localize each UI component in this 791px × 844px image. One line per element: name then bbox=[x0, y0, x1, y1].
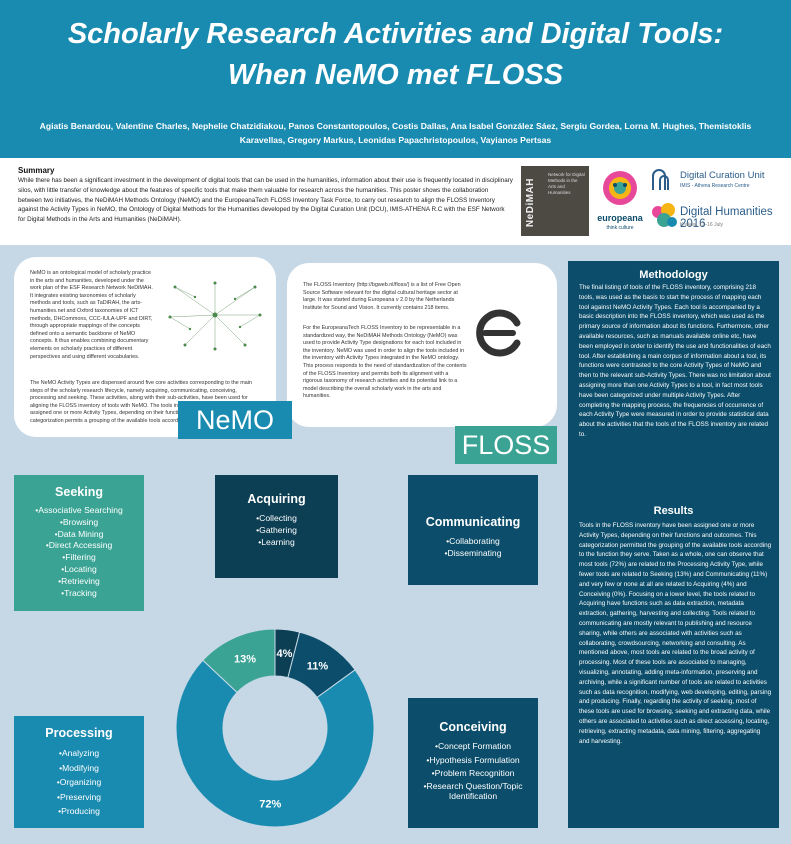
methodology-text: The final listing of tools of the FLOSS … bbox=[579, 284, 771, 438]
seeking-title: Seeking bbox=[55, 485, 103, 499]
nedimah-logo-subtitle: Network for Digital Methods in the Arts … bbox=[548, 172, 585, 195]
dh-castle-icon bbox=[652, 203, 677, 227]
nemo-label: NeMO bbox=[178, 401, 292, 439]
acquiring-item: •Collecting bbox=[256, 513, 297, 523]
seeking-item: •Tracking bbox=[61, 587, 97, 598]
dcu-logo-subtitle: IMIS - Athena Research Centre bbox=[680, 183, 750, 189]
poster-title: Scholarly Research Activities and Digita… bbox=[0, 14, 791, 96]
conceiving-item: •Hypothesis Formulation bbox=[426, 754, 520, 765]
acquiring-item: •Gathering bbox=[256, 525, 297, 535]
donut-segment-label: 72% bbox=[259, 798, 281, 810]
seeking-item: •Retrieving bbox=[58, 575, 100, 586]
seeking-item: •Browsing bbox=[59, 516, 99, 527]
seeking-item: •Data Mining bbox=[54, 528, 104, 539]
seeking-item: •Direct Accessing bbox=[45, 540, 113, 551]
nedimah-logo: NeDiMAH Network for Digital Methods in t… bbox=[521, 166, 589, 236]
processing-list: •Analyzing •Modifying •Organizing •Prese… bbox=[14, 740, 144, 819]
dcu-logo-text: Digital Curation Unit bbox=[680, 170, 765, 181]
europeana-logo: europeana think culture bbox=[594, 166, 646, 236]
acquiring-list: •Collecting •Gathering •Learning bbox=[215, 506, 338, 548]
dh-logo-text: Digital Humanities 2016 bbox=[680, 206, 773, 230]
activity-distribution-donut: 4% 11% 72% 13% bbox=[175, 628, 375, 828]
title-line-1: Scholarly Research Activities and Digita… bbox=[67, 18, 724, 50]
donut-segment-label: 13% bbox=[234, 654, 256, 666]
donut-segment-label: 11% bbox=[307, 661, 329, 673]
summary-text: While there has been a significant inves… bbox=[18, 177, 513, 224]
results-text: Tools in the FLOSS inventory have been a… bbox=[579, 522, 772, 745]
nemo-ontology-graph-image bbox=[168, 281, 262, 351]
poster-header: Scholarly Research Activities and Digita… bbox=[0, 0, 791, 158]
floss-description-text-1: The FLOSS Inventory (http://bgweb.nl/flo… bbox=[303, 282, 461, 311]
processing-title: Processing bbox=[45, 726, 113, 740]
conceiving-item: •Research Question/Topic Identification bbox=[423, 780, 523, 801]
conceiving-item: •Concept Formation bbox=[434, 741, 512, 751]
dcu-emblem-icon bbox=[652, 169, 669, 190]
summary-title: Summary bbox=[18, 166, 55, 175]
acquiring-item: •Learning bbox=[258, 537, 295, 547]
methodology-results-panel: Methodology The final listing of tools o… bbox=[568, 261, 779, 828]
title-line-2: When NeMO met FLOSS bbox=[227, 59, 564, 91]
processing-box: Processing •Analyzing •Modifying •Organi… bbox=[14, 716, 144, 828]
methodology-title: Methodology bbox=[639, 269, 708, 281]
dcu-logo: Digital Curation Unit IMIS - Athena Rese… bbox=[650, 168, 790, 196]
seeking-item: •Locating bbox=[61, 563, 97, 574]
conceiving-item: •Problem Recognition bbox=[431, 768, 515, 778]
seeking-box: Seeking •Associative Searching •Browsing… bbox=[14, 475, 144, 611]
floss-label: FLOSS bbox=[455, 426, 557, 464]
processing-item: •Producing bbox=[58, 806, 100, 816]
europeana-emblem-icon: europeana think culture bbox=[597, 171, 644, 231]
europeana-logo-subtitle: think culture bbox=[607, 225, 634, 231]
donut-segment bbox=[175, 659, 375, 828]
donut-segment bbox=[202, 628, 276, 694]
communicating-item: •Collaborating bbox=[446, 536, 500, 546]
author-list: Agiatis Benardou, Valentine Charles, Nep… bbox=[39, 121, 752, 145]
nedimah-logo-text: NeDiMAH bbox=[525, 178, 536, 228]
conceiving-list: •Concept Formation •Hypothesis Formulati… bbox=[408, 734, 538, 801]
conceiving-title: Conceiving bbox=[439, 720, 507, 734]
communicating-item: •Disseminating bbox=[444, 548, 502, 558]
donut-segment-label: 4% bbox=[277, 648, 293, 660]
floss-description-text-2: For the EuropeanaTech FLOSS Inventory to… bbox=[303, 325, 467, 400]
processing-item: •Organizing bbox=[56, 777, 102, 787]
communicating-title: Communicating bbox=[425, 515, 521, 529]
communicating-box: Communicating •Collaborating •Disseminat… bbox=[408, 475, 538, 585]
acquiring-title: Acquiring bbox=[247, 492, 306, 506]
floss-logo-icon bbox=[476, 309, 521, 357]
results-title: Results bbox=[653, 505, 694, 517]
acquiring-box: Acquiring •Collecting •Gathering •Learni… bbox=[215, 475, 338, 578]
processing-item: •Modifying bbox=[59, 762, 99, 773]
seeking-item: •Filtering bbox=[62, 552, 96, 563]
dh2016-logo: Digital Humanities 2016 Kraków, 11–16 Ju… bbox=[650, 200, 790, 236]
processing-item: •Analyzing bbox=[58, 748, 100, 758]
processing-item: •Preserving bbox=[56, 791, 102, 802]
floss-description-card: The FLOSS Inventory (http://bgweb.nl/flo… bbox=[287, 263, 557, 427]
europeana-logo-text: europeana bbox=[597, 213, 644, 223]
nemo-description-text-1: NeMO is an ontological model of scholarl… bbox=[30, 270, 153, 360]
summary-section: Summary While there has been a significa… bbox=[0, 158, 791, 245]
communicating-list: •Collaborating •Disseminating bbox=[408, 529, 538, 559]
seeking-list: •Associative Searching •Browsing •Data M… bbox=[14, 499, 144, 599]
conceiving-box: Conceiving •Concept Formation •Hypothesi… bbox=[408, 698, 538, 828]
nemo-description-text-2: The NeMO Activity Types are dispensed ar… bbox=[30, 380, 257, 424]
seeking-item: •Associative Searching bbox=[35, 505, 123, 515]
dh-logo-subtitle: Kraków, 11–16 July bbox=[680, 222, 723, 228]
